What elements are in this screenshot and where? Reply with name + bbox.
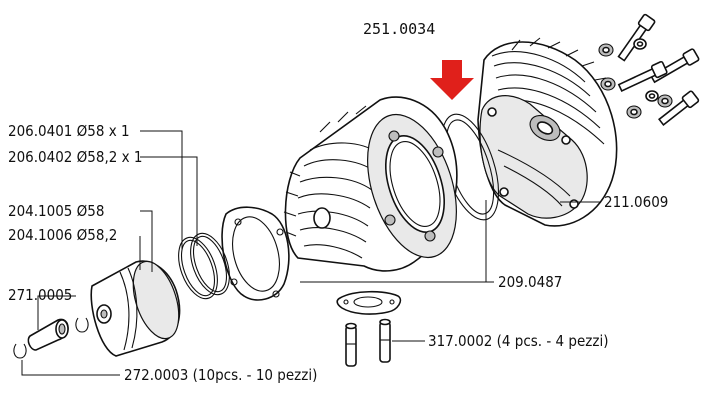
circlips [13, 317, 89, 359]
down-arrow-icon [430, 60, 474, 100]
intake-gasket [336, 290, 402, 315]
head-label: 211.0609 [604, 193, 669, 211]
pin-label: 271.0005 [8, 286, 73, 304]
studs-label: 317.0002 (4 pcs. - 4 pezzi) [428, 332, 609, 350]
circlip-label: 272.0003 (10pcs. - 10 pezzi) [124, 366, 318, 384]
gasket-label: 209.0487 [498, 273, 563, 291]
piston-pin [27, 318, 69, 351]
centering-studs [345, 318, 391, 367]
assembly-code-title: 251.0034 [363, 20, 436, 38]
ring-58-label: 206.0401 Ø58 x 1 [8, 122, 130, 140]
piston-rings [178, 232, 230, 300]
leader-lines [21, 130, 600, 376]
piston [90, 260, 181, 357]
cylinder [283, 96, 458, 272]
piston-58-label: 204.1005 Ø58 [8, 202, 105, 220]
head-bolts [598, 13, 700, 126]
base-gasket [221, 206, 290, 301]
piston-58-2-label: 204.1006 Ø58,2 [8, 226, 118, 244]
ring-58-2-label: 206.0402 Ø58,2 x 1 [8, 148, 143, 166]
cylinder-head [477, 37, 618, 227]
